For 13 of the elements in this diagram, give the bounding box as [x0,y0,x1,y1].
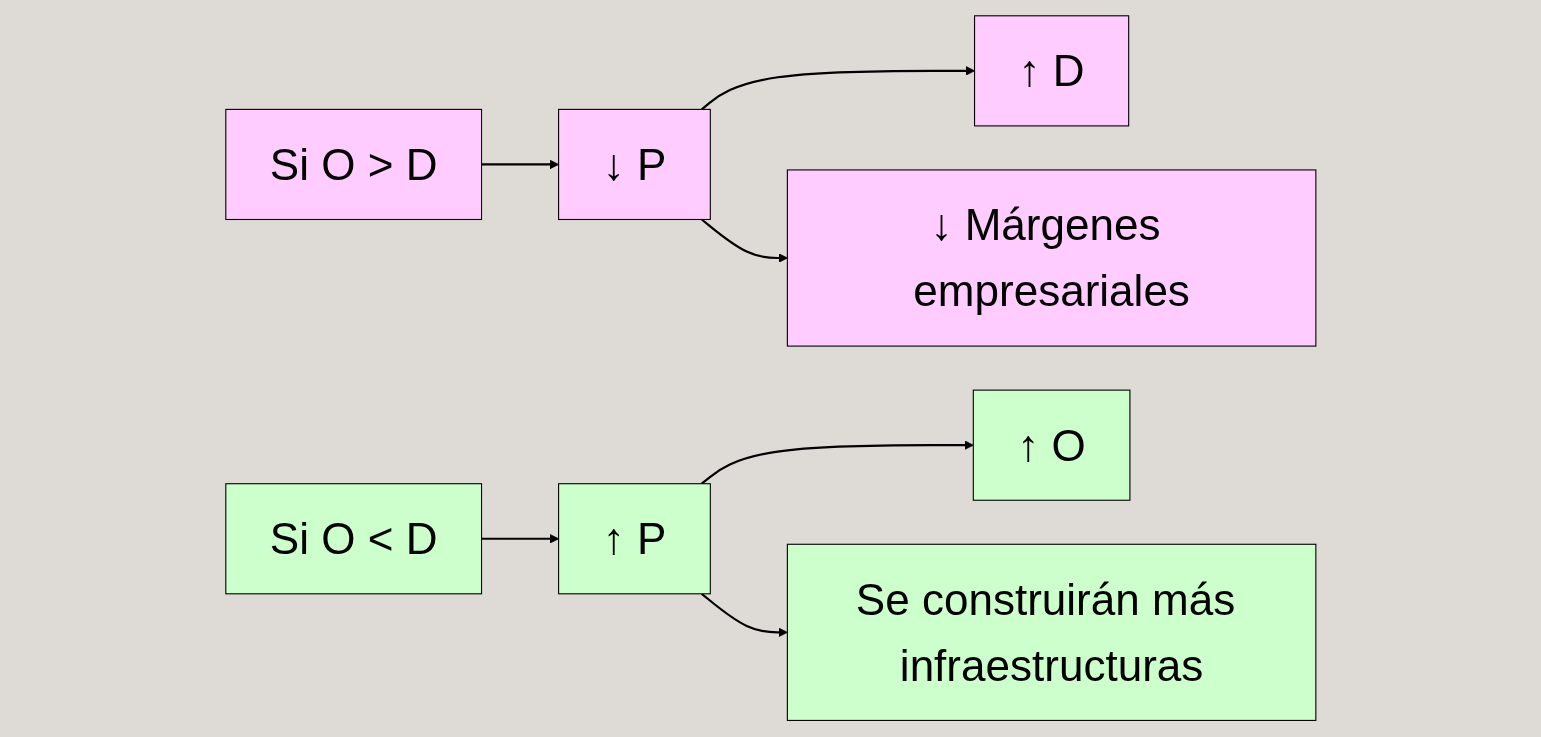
node-box: ↑ O [972,389,1131,502]
arrow [481,534,559,544]
arrow [700,593,788,638]
node-box: Si O < D [224,483,482,595]
arrow [481,159,559,170]
arrow [700,219,788,264]
node-box: Si O > D [224,109,482,221]
node-box: ↑ D [973,15,1129,127]
node-box: ↓ Márgenes empresariales [786,169,1317,348]
node-box: ↑ P [557,483,711,595]
arrow [700,66,975,111]
node-box: Se construirán más infraestructuras [786,544,1317,722]
node-box: ↓ P [557,109,711,221]
